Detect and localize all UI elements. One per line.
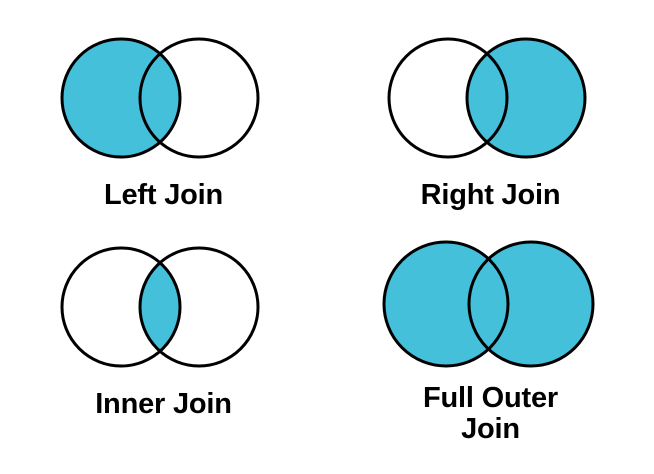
full-outer-join-right-circle-outline xyxy=(467,240,594,368)
inner-join-venn-figure xyxy=(60,246,259,368)
inner-join-right-circle-outline xyxy=(138,246,259,368)
left-join-right-circle-outline xyxy=(138,37,259,159)
venn-cell-inner-join: Inner Join xyxy=(0,237,327,474)
inner-join-label: Inner Join xyxy=(95,388,232,420)
left-join-label: Left Join xyxy=(103,179,224,211)
left-join-left-circle-outline xyxy=(60,37,181,159)
venn-cell-left-join: Left Join xyxy=(0,0,327,237)
left-join-intersection-fill xyxy=(139,39,180,157)
inner-join-left-circle-outline xyxy=(60,246,181,368)
venn-cell-right-join: Right Join xyxy=(327,0,654,237)
right-join-right-circle-outline xyxy=(465,37,586,159)
right-join-left-circle-outline xyxy=(387,37,508,159)
full-outer-join-label: Full Outer Join xyxy=(423,382,558,446)
right-join-label: Right Join xyxy=(420,179,561,211)
right-join-venn-figure xyxy=(387,37,586,159)
inner-join-intersection-fill xyxy=(139,248,180,366)
left-join-venn-figure xyxy=(60,37,259,159)
full-outer-join-left-circle-outline xyxy=(382,240,509,368)
right-join-right-circle-fill xyxy=(466,39,585,157)
venn-cell-full-outer-join: Full Outer Join xyxy=(327,237,654,474)
full-outer-join-venn-figure xyxy=(382,240,594,368)
